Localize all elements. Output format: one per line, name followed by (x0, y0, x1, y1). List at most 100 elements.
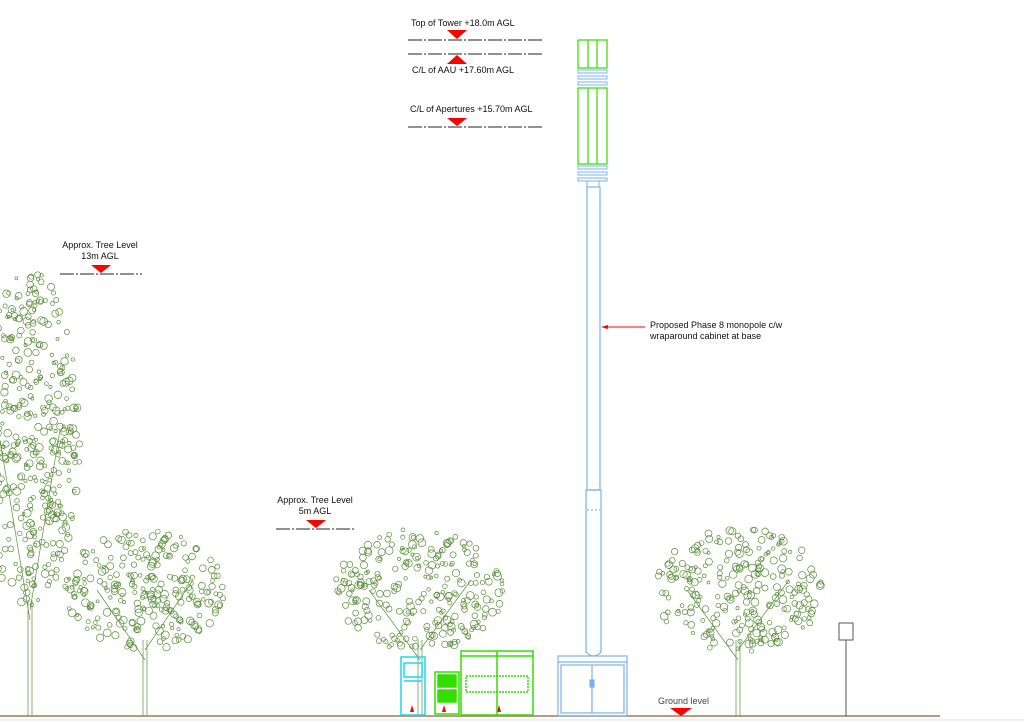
foliage-mark (16, 413, 22, 420)
foliage-mark (50, 486, 57, 493)
foliage-mark (488, 608, 497, 617)
foliage-mark (7, 545, 15, 553)
trees (0, 271, 825, 716)
foliage-mark (50, 467, 57, 474)
foliage-mark (410, 534, 416, 540)
foliage-mark (700, 633, 708, 641)
foliage-mark (704, 529, 713, 538)
foliage-mark (754, 559, 761, 566)
foliage-mark (57, 363, 64, 370)
foliage-mark (0, 566, 2, 572)
tree-trunk (368, 579, 472, 716)
foliage-mark (1, 382, 9, 390)
foliage-mark (48, 501, 57, 509)
foliage-mark (10, 405, 17, 412)
marker-top-of-tower (447, 30, 467, 39)
foliage-mark (800, 582, 808, 590)
foliage-mark (36, 369, 41, 374)
foliage-mark (37, 316, 46, 325)
foliage-mark (30, 320, 37, 327)
foliage-mark (694, 549, 701, 556)
foliage-mark (76, 459, 82, 465)
foliage-mark (26, 299, 33, 306)
foliage-mark (32, 300, 38, 305)
foliage-mark (392, 565, 399, 572)
foliage-mark (705, 628, 711, 634)
foliage-mark (403, 576, 408, 581)
foliage-mark (690, 578, 699, 587)
foliage-mark (354, 624, 362, 632)
foliage-mark (683, 620, 689, 626)
foliage-mark (336, 584, 346, 593)
foliage-mark (23, 464, 31, 471)
foliage-mark (12, 486, 22, 496)
foliage-mark (4, 458, 10, 464)
foliage-mark (156, 638, 164, 645)
foliage-mark (0, 472, 1, 477)
foliage-mark (128, 619, 136, 626)
foliage-mark (90, 549, 96, 554)
foliage-mark (58, 512, 68, 522)
foliage-mark (129, 644, 138, 652)
foliage-mark (161, 534, 169, 542)
foliage-mark (382, 601, 390, 609)
foliage-mark (207, 556, 214, 564)
foliage-mark (756, 622, 766, 632)
marker-ground (670, 708, 692, 716)
foliage-mark (4, 370, 9, 375)
foliage-mark (24, 446, 30, 452)
foliage-mark (0, 449, 4, 457)
foliage-mark (737, 535, 745, 543)
foliage-mark (776, 542, 781, 547)
foliage-mark (446, 537, 454, 545)
foliage-mark (791, 600, 799, 607)
foliage-mark (482, 595, 491, 604)
foliage-mark (95, 624, 102, 631)
foliage-mark (46, 399, 52, 405)
tree-trunk (686, 579, 790, 716)
foliage-mark (103, 586, 108, 591)
foliage-mark (724, 537, 733, 545)
foliage-mark (439, 629, 447, 638)
foliage-mark (383, 589, 391, 598)
foliage-mark (55, 540, 64, 548)
foliage-mark (20, 583, 29, 592)
foliage-mark (199, 564, 207, 572)
foliage-mark (27, 384, 34, 391)
foliage-mark (86, 574, 95, 583)
foliage-mark (169, 621, 174, 627)
foliage-mark (420, 608, 427, 615)
foliage-mark (59, 365, 66, 371)
foliage-mark (415, 598, 422, 606)
foliage-mark (700, 618, 706, 623)
foliage-mark (435, 551, 442, 558)
foliage-mark (2, 303, 8, 309)
marker-aau (447, 55, 467, 64)
foliage-mark (373, 541, 381, 549)
foliage-mark (214, 563, 221, 570)
foliage-mark (377, 548, 386, 556)
foliage-mark (5, 314, 10, 320)
foliage-mark (45, 404, 51, 410)
foliage-mark (717, 564, 724, 571)
foliage-mark (19, 307, 28, 316)
foliage-mark (16, 402, 23, 408)
foliage-mark (701, 605, 710, 613)
foliage-mark (7, 451, 15, 458)
foliage-mark (731, 589, 740, 598)
foliage-mark (176, 627, 181, 632)
foliage-mark (140, 605, 146, 612)
foliage-mark (743, 561, 750, 568)
foliage-mark (350, 588, 355, 593)
foliage-mark (49, 417, 58, 426)
foliage-mark (171, 574, 179, 582)
foliage-mark (715, 602, 721, 608)
foliage-mark (0, 490, 8, 498)
foliage-mark (439, 547, 446, 554)
foliage-mark (141, 546, 147, 551)
foliage-mark (25, 291, 31, 296)
foliage-mark (401, 624, 408, 631)
foliage-mark (714, 539, 719, 545)
foliage-mark (135, 554, 142, 561)
level-lines (60, 39, 542, 530)
